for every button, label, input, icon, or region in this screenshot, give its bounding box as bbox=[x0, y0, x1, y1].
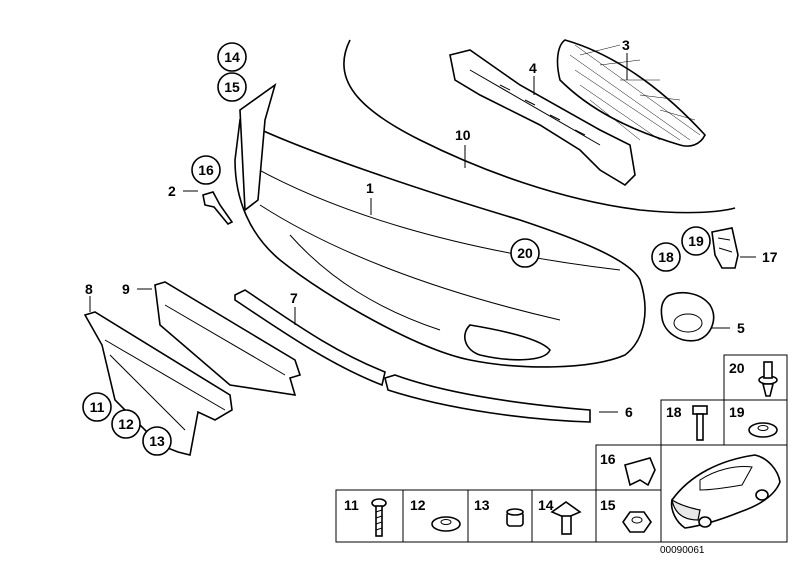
legend-18-label: 18 bbox=[666, 404, 682, 420]
callout-16: 16 bbox=[198, 162, 214, 178]
leader-lines bbox=[89, 53, 756, 413]
callout-11: 11 bbox=[90, 399, 105, 415]
fog-light-ring bbox=[660, 291, 715, 342]
clip-icon bbox=[624, 457, 656, 487]
car-thumbnail bbox=[670, 454, 781, 529]
front-bumper bbox=[234, 83, 646, 368]
callout-15: 15 bbox=[224, 79, 240, 95]
legend-16-label: 16 bbox=[600, 451, 616, 467]
callout-13: 13 bbox=[149, 433, 165, 449]
legend-20-label: 20 bbox=[729, 360, 745, 376]
washer-icon bbox=[431, 516, 461, 532]
callout-4: 4 bbox=[529, 60, 537, 76]
mounting-bracket bbox=[449, 49, 636, 187]
legend-14-label: 14 bbox=[538, 497, 554, 513]
callout-17: 17 bbox=[762, 249, 778, 265]
callout-12: 12 bbox=[118, 416, 134, 432]
license-plate-base bbox=[154, 281, 302, 396]
side-bracket bbox=[711, 227, 739, 269]
hood-outline bbox=[343, 39, 736, 214]
callout-5: 5 bbox=[737, 320, 745, 336]
grille-mesh bbox=[556, 39, 706, 147]
callout-18: 18 bbox=[658, 249, 674, 265]
callout-1: 1 bbox=[366, 180, 374, 196]
upper-trim-strip bbox=[234, 289, 386, 387]
callout-7: 7 bbox=[290, 290, 298, 306]
diagram-id: 00090061 bbox=[660, 545, 705, 556]
callout-6: 6 bbox=[625, 404, 633, 420]
callout-9: 9 bbox=[122, 281, 130, 297]
screw-icon bbox=[371, 498, 387, 537]
callout-19: 19 bbox=[688, 233, 704, 249]
legend-12-label: 12 bbox=[410, 497, 426, 513]
legend-15-label: 15 bbox=[600, 497, 616, 513]
callout-20: 20 bbox=[517, 245, 533, 261]
fastener-legend: 11 12 13 14 15 16 18 19 20 bbox=[335, 354, 788, 543]
lower-trim-strip bbox=[384, 374, 591, 423]
nut-icon bbox=[622, 511, 652, 533]
callout-3: 3 bbox=[622, 37, 630, 53]
callout-14: 14 bbox=[224, 49, 240, 65]
flat-washer-icon bbox=[748, 422, 778, 438]
legend-19-label: 19 bbox=[729, 404, 745, 420]
legend-13-label: 13 bbox=[474, 497, 490, 513]
expanding-rivet-icon bbox=[758, 361, 778, 397]
callout-8: 8 bbox=[85, 281, 93, 297]
tow-hook-cover bbox=[202, 191, 234, 226]
rivet-icon bbox=[550, 501, 582, 535]
cap-icon bbox=[506, 508, 524, 527]
bolt-icon bbox=[692, 405, 708, 441]
callout-10: 10 bbox=[455, 127, 471, 143]
callout-2: 2 bbox=[168, 183, 176, 199]
legend-11-label: 11 bbox=[344, 497, 359, 513]
license-plate-holder bbox=[83, 311, 233, 456]
